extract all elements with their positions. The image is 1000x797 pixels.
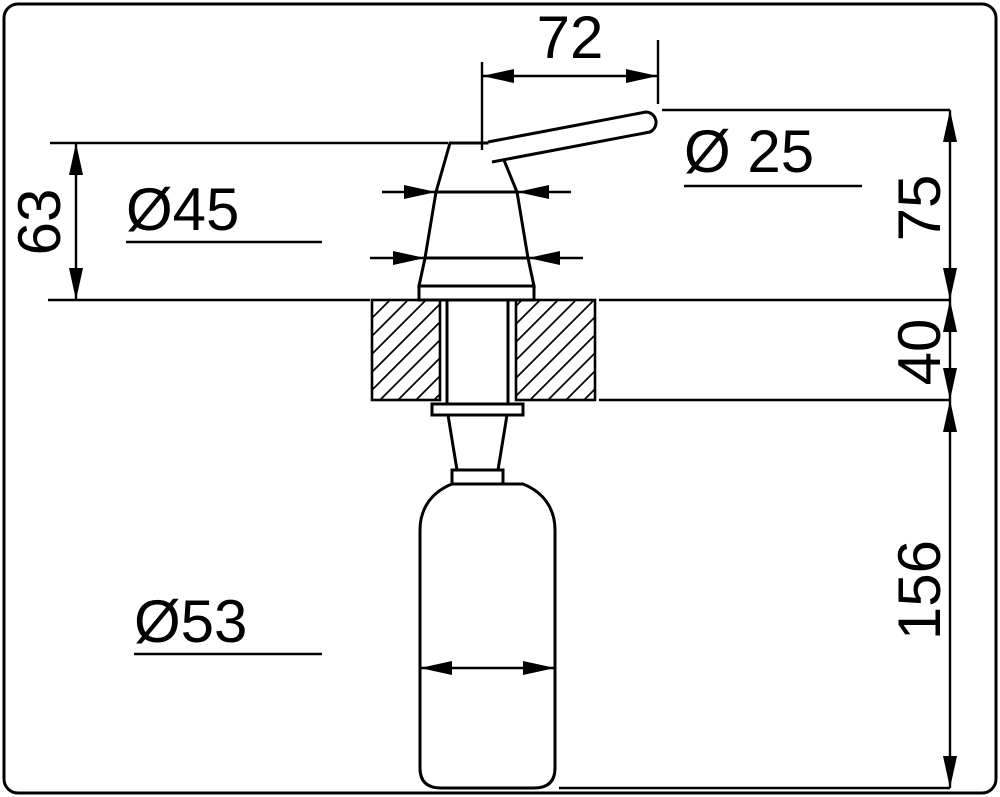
dimension-63: 63 <box>6 141 448 302</box>
arrowhead-upper-left <box>404 185 436 199</box>
arrowhead-down <box>69 268 83 300</box>
dim-label-dia-53: Ø53 <box>134 588 247 655</box>
arrowhead <box>943 756 957 788</box>
flange-nut <box>430 402 525 417</box>
hatch-line <box>565 370 596 401</box>
arrowhead-up <box>69 143 83 175</box>
hatch-line <box>371 321 441 391</box>
arrowhead-right <box>626 69 658 83</box>
dim-label-75: 75 <box>886 175 953 242</box>
hatch-line <box>515 299 577 361</box>
hatch-line <box>371 299 427 355</box>
dimension-chain-right: 75 40 156 <box>886 110 957 788</box>
arrowhead-lower-right <box>528 251 560 265</box>
hatch-line <box>371 299 409 337</box>
dimension-dia-25: Ø 25 <box>684 118 862 188</box>
spout-lever-outline <box>487 110 658 164</box>
dimension-dia-45: Ø45 <box>126 176 583 265</box>
spout-lever-fill <box>488 112 657 162</box>
hatch-line <box>547 352 596 401</box>
hatch-line <box>515 299 595 379</box>
arrowhead-lower-left <box>393 251 425 265</box>
arrowhead <box>943 268 957 300</box>
reference-lines-right <box>559 108 950 790</box>
hatch-line <box>433 393 441 401</box>
arrowhead <box>943 400 957 432</box>
counter-block-right <box>514 298 597 402</box>
arrowhead <box>943 368 957 400</box>
hatch-line <box>397 357 441 401</box>
spout-lever <box>487 110 658 164</box>
pump-head-middle <box>423 190 530 260</box>
arrowhead <box>943 110 957 142</box>
bottle-collar <box>450 468 505 486</box>
pump-head-base <box>417 284 536 302</box>
hatch-line <box>371 299 391 319</box>
bottle <box>418 482 557 790</box>
arrowhead-upper-right <box>517 185 549 199</box>
dim-label-dia-45: Ø45 <box>126 176 239 243</box>
dispenser-outline <box>417 110 658 790</box>
counter-hatch-right <box>515 299 596 401</box>
hatch-line <box>371 303 441 373</box>
arrowhead-right <box>523 661 555 675</box>
dim-label-40: 40 <box>886 319 953 386</box>
hatch-line <box>515 316 596 397</box>
hatch-line <box>515 299 541 325</box>
arrowhead-left <box>482 69 514 83</box>
counter-block-left <box>370 298 442 402</box>
dim-label-63: 63 <box>6 189 73 256</box>
dim-label-dia-25: Ø 25 <box>684 118 814 185</box>
hatch-line <box>529 334 596 401</box>
counter-section <box>370 298 597 402</box>
arrowhead <box>943 300 957 332</box>
hatch-line <box>583 388 596 401</box>
dim-label-156: 156 <box>886 540 953 640</box>
counter-hatch-left <box>371 299 441 401</box>
pump-head-skirt <box>417 256 536 288</box>
dimension-72: 72 <box>480 4 660 150</box>
hatch-line <box>379 339 441 401</box>
hatch-line <box>515 299 559 343</box>
dim-label-72: 72 <box>537 4 604 71</box>
arrowhead-left <box>420 661 452 675</box>
dimension-dia-53: Ø53 <box>134 588 555 675</box>
mounting-shaft <box>445 300 510 404</box>
bottle-connector <box>446 413 509 472</box>
hatch-line <box>415 375 441 401</box>
